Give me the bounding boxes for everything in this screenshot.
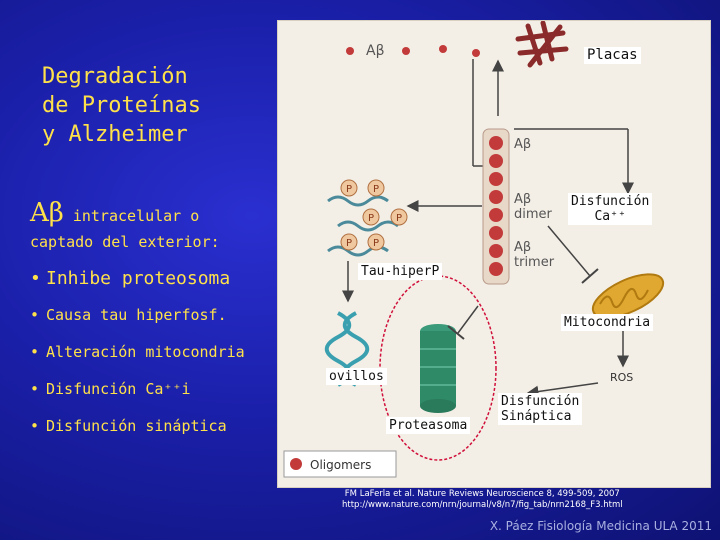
pathway-diagram: Aβ Aβ Aβ dimer Aβ trimer xyxy=(283,21,665,478)
phospho-p: P xyxy=(396,213,402,224)
label-placas: Placas xyxy=(584,47,641,64)
abeta-top-text: Aβ xyxy=(366,43,385,59)
label-proteasoma: Proteasoma xyxy=(386,417,471,434)
label-line: Sináptica xyxy=(501,409,572,424)
trimer-text: trimer xyxy=(514,255,555,270)
oligomers-legend xyxy=(283,450,397,478)
phospho-tau-icon: P P P P P P xyxy=(327,179,408,257)
label-line: Ca⁺⁺ xyxy=(594,209,626,224)
abeta-column xyxy=(482,128,510,285)
bullet-item: Causa tau hiperfosf. xyxy=(30,306,245,324)
abeta-mid-text: Aβ xyxy=(514,137,531,152)
pathway-figure: Aβ Aβ Aβ dimer Aβ trimer xyxy=(277,20,711,488)
citation-link[interactable]: http://www.nature.com/nrn/journal/v8/n7/… xyxy=(342,500,623,510)
citation: FM LaFerla et al. Nature Reviews Neurosc… xyxy=(342,489,623,511)
abeta-column-dots xyxy=(489,136,503,276)
oligomer-dots xyxy=(290,458,302,470)
label-line: Disfunción xyxy=(501,394,580,409)
title-line-1: Degradación xyxy=(42,64,188,89)
abeta-text: intracelular o xyxy=(63,207,200,225)
phospho-p: P xyxy=(346,184,352,195)
abeta-dots xyxy=(346,45,480,57)
abeta-symbol: Aβ xyxy=(30,198,64,228)
author-footer: X. Páez Fisiología Medicina ULA 2011 xyxy=(489,519,712,533)
bullet-list: Inhibe proteosoma Causa tau hiperfosf. A… xyxy=(30,268,245,454)
label-disfuncion-ca: Disfunción Ca⁺⁺ xyxy=(568,193,653,225)
inhibit-line xyxy=(547,225,591,277)
title-line-3: y Alzheimer xyxy=(42,122,188,147)
phospho-p: P xyxy=(373,238,379,249)
plaque-icon xyxy=(515,21,569,68)
bullet-item: Disfunción Ca⁺⁺i xyxy=(30,380,245,398)
label-tau: Tau-hiperP xyxy=(358,263,443,280)
abeta-heading: Aβ intracelular o xyxy=(30,198,199,228)
phospho-p: P xyxy=(368,213,374,224)
captado-text: captado del exterior: xyxy=(30,233,220,251)
label-disfuncion-sinaptica: Disfunción Sináptica xyxy=(498,393,583,425)
dimer-text: dimer xyxy=(514,207,553,222)
label-ovillos: ovillos xyxy=(326,368,387,385)
title-line-2: de Proteínas xyxy=(42,93,201,118)
phospho-p: P xyxy=(373,184,379,195)
mitochondria-icon xyxy=(591,273,665,319)
proteasome-icon xyxy=(420,324,456,413)
abeta-dimer-text: Aβ xyxy=(514,192,531,207)
slide-title: Degradación de Proteínas y Alzheimer xyxy=(42,62,201,149)
oligomers-text: Oligomers xyxy=(310,458,371,472)
phospho-p: P xyxy=(346,238,352,249)
ros-text: ROS xyxy=(610,371,633,384)
bullet-item: Alteración mitocondria xyxy=(30,343,245,361)
label-line: Disfunción xyxy=(571,194,650,209)
label-mitocondria: Mitocondria xyxy=(561,314,654,331)
bullet-item: Disfunción sináptica xyxy=(30,417,245,435)
citation-line: FM LaFerla et al. Nature Reviews Neurosc… xyxy=(344,489,620,499)
bullet-item: Inhibe proteosoma xyxy=(30,268,245,289)
arrow xyxy=(526,382,599,398)
inhibit-bar xyxy=(447,325,465,340)
inhibit-line xyxy=(457,305,479,334)
inhibit-bar xyxy=(581,268,599,284)
abeta-trimer-text: Aβ xyxy=(514,240,531,255)
